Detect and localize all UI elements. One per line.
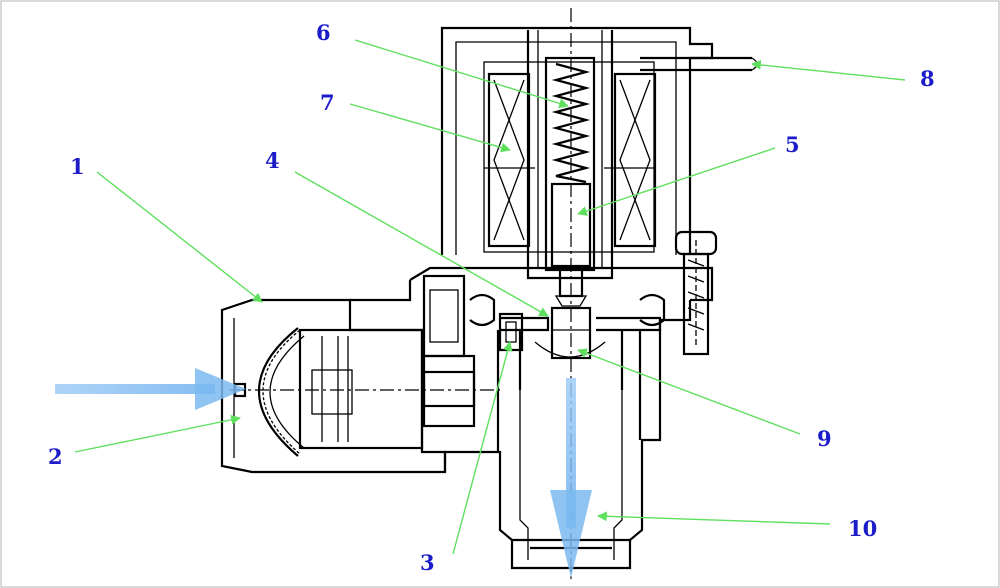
callout-4: 4 <box>265 148 280 173</box>
callout-5: 5 <box>785 132 800 157</box>
leader-3 <box>452 341 513 555</box>
callout-7: 7 <box>320 90 335 115</box>
leader-10 <box>597 511 831 525</box>
flow-arrow-outlet <box>550 378 592 578</box>
leader-2 <box>74 414 241 453</box>
callout-2: 2 <box>48 444 63 469</box>
leader-6 <box>354 39 569 109</box>
callout-labels: 1 2 3 4 5 6 7 8 9 10 <box>48 20 935 575</box>
callout-3: 3 <box>420 550 435 575</box>
callout-9: 9 <box>817 426 832 451</box>
electrical-lead <box>640 56 758 72</box>
callout-1: 1 <box>70 154 85 179</box>
callout-8: 8 <box>920 66 935 91</box>
leader-8 <box>751 60 906 81</box>
leader-4 <box>294 171 549 317</box>
leader-5 <box>577 147 776 216</box>
valve-body <box>350 230 718 570</box>
leader-lines <box>74 39 906 555</box>
leader-7 <box>349 103 511 153</box>
leader-9 <box>577 348 801 435</box>
callout-6: 6 <box>316 20 331 45</box>
armature-tube <box>526 30 614 307</box>
inlet-fitting <box>220 298 476 474</box>
callout-10: 10 <box>848 516 877 541</box>
inlet-filter <box>233 327 305 457</box>
leader-1 <box>96 171 263 303</box>
flow-arrow-inlet <box>55 368 246 410</box>
